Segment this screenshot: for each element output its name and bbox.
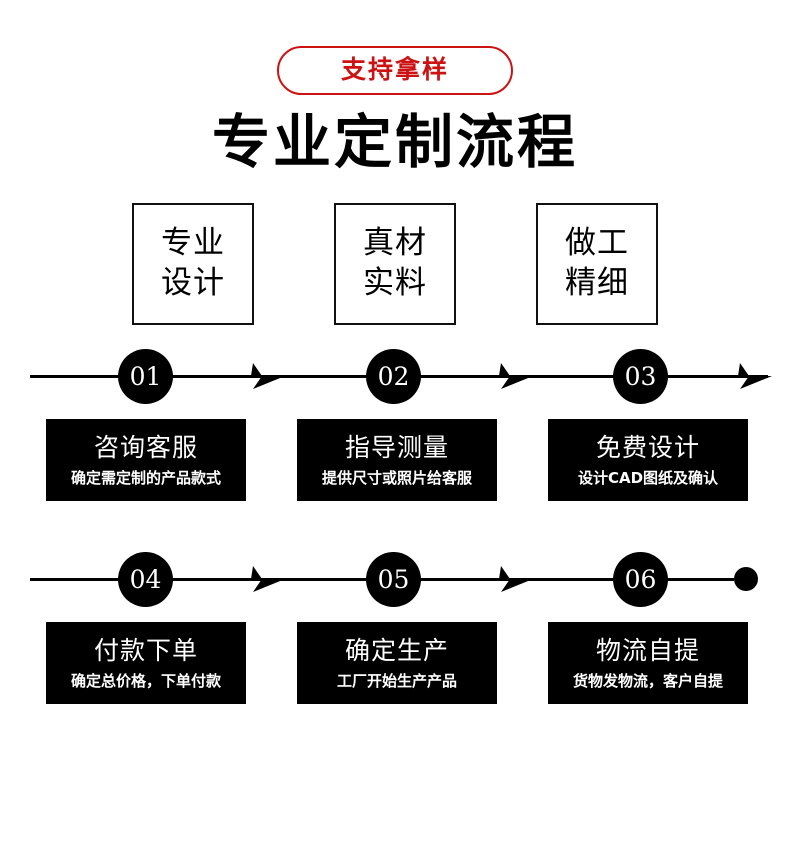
- step-title: 物流自提: [595, 636, 700, 666]
- step-card-03: 免费设计 设计CAD图纸及确认: [548, 418, 748, 501]
- step-title: 免费设计: [595, 433, 700, 463]
- step-card-01: 咨询客服 确定需定制的产品款式: [46, 418, 246, 501]
- node-number: 05: [377, 564, 410, 594]
- timeline-row-1: 01 02 03 咨询客服 确定需定制的产品款式 指导测量 提供尺寸或照片给客服…: [0, 345, 790, 501]
- feature-line-2: 设计: [161, 264, 225, 301]
- node-number: 01: [129, 361, 162, 391]
- node-number: 02: [377, 361, 410, 391]
- feature-line-2: 实料: [363, 264, 427, 301]
- node-number: 06: [624, 564, 657, 594]
- step-card-04: 付款下单 确定总价格，下单付款: [46, 621, 246, 704]
- timeline-node-04: 04: [118, 551, 173, 607]
- row-spacer: [0, 501, 790, 528]
- step-title: 指导测量: [344, 433, 449, 463]
- feature-box-craft: 做工 精细: [536, 202, 658, 325]
- timeline-node-02: 02: [366, 348, 421, 404]
- timeline-rail-2: 04 05 06: [0, 548, 790, 610]
- step-card-05: 确定生产 工厂开始生产产品: [297, 621, 497, 704]
- feature-line-1: 做工: [565, 225, 629, 262]
- step-title: 付款下单: [93, 636, 198, 666]
- sample-support-badge: 支持拿样: [277, 46, 513, 95]
- feature-line-1: 真材: [363, 225, 427, 262]
- arrow-icon: [251, 565, 285, 593]
- feature-line-1: 专业: [161, 225, 225, 262]
- feature-box-design: 专业 设计: [132, 202, 254, 325]
- step-title: 确定生产: [344, 636, 449, 666]
- step-subtitle: 设计CAD图纸及确认: [577, 468, 719, 487]
- feature-box-material: 真材 实料: [334, 202, 456, 325]
- timeline-node-03: 03: [613, 348, 668, 404]
- timeline-row-2: 04 05 06 付款下单 确定总价格，下单付款 确定生产 工厂开始生产产品 物…: [0, 548, 790, 704]
- feature-box-row: 专业 设计 真材 实料 做工 精细: [0, 202, 790, 325]
- feature-line-2: 精细: [565, 264, 629, 301]
- page-header: 支持拿样 专业定制流程: [0, 0, 790, 175]
- timeline-node-01: 01: [118, 348, 173, 404]
- step-title: 咨询客服: [93, 433, 198, 463]
- timeline-node-05: 05: [366, 551, 421, 607]
- arrow-icon: [499, 362, 533, 390]
- arrow-icon: [738, 362, 772, 390]
- step-card-row-1: 咨询客服 确定需定制的产品款式 指导测量 提供尺寸或照片给客服 免费设计 设计C…: [0, 418, 790, 501]
- step-subtitle: 提供尺寸或照片给客服: [321, 468, 472, 487]
- arrow-icon: [499, 565, 533, 593]
- step-card-06: 物流自提 货物发物流，客户自提: [548, 621, 748, 704]
- step-subtitle: 工厂开始生产产品: [336, 671, 457, 690]
- step-subtitle: 确定总价格，下单付款: [70, 671, 221, 690]
- timeline-node-06: 06: [613, 551, 668, 607]
- node-number: 03: [624, 361, 657, 391]
- step-subtitle: 货物发物流，客户自提: [572, 671, 723, 690]
- arrow-icon: [251, 362, 285, 390]
- page-title: 专业定制流程: [211, 108, 578, 176]
- step-subtitle: 确定需定制的产品款式: [70, 468, 221, 487]
- timeline-end-dot-icon: [734, 566, 758, 591]
- step-card-row-2: 付款下单 确定总价格，下单付款 确定生产 工厂开始生产产品 物流自提 货物发物流…: [0, 621, 790, 704]
- timeline-rail-1: 01 02 03: [0, 345, 790, 407]
- node-number: 04: [129, 564, 162, 594]
- step-card-02: 指导测量 提供尺寸或照片给客服: [297, 418, 497, 501]
